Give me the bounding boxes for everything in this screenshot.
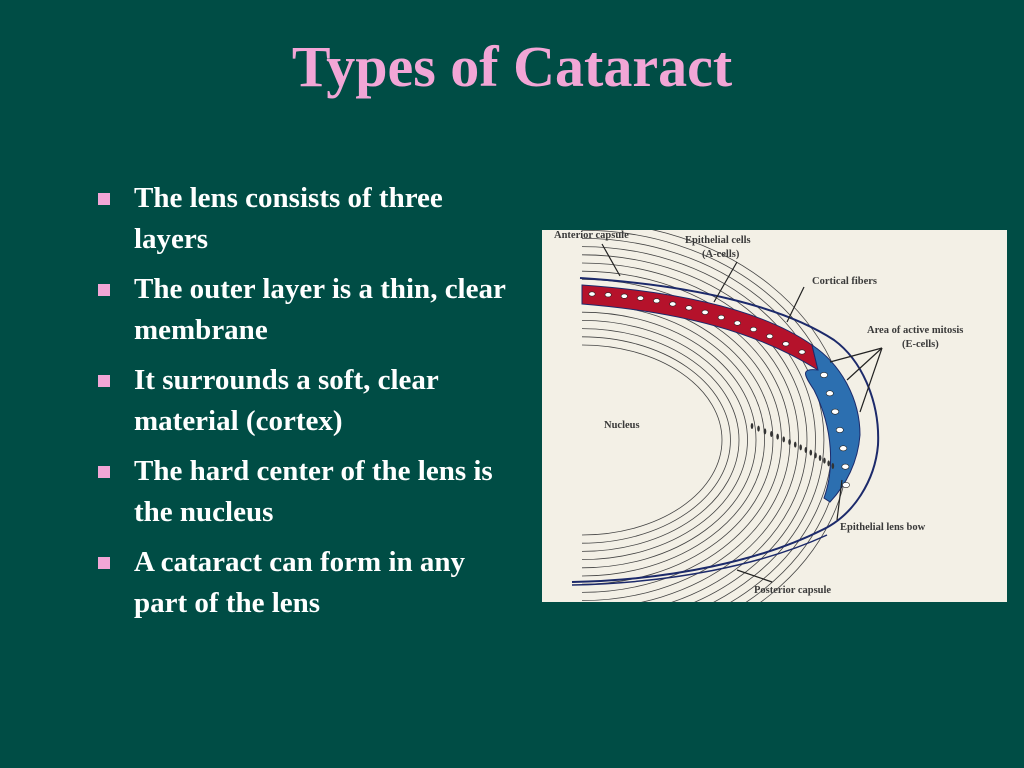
epithelial-cell [835, 427, 844, 433]
epithelial-cells [588, 291, 850, 488]
label-anterior-capsule: Anterior capsule [554, 230, 629, 241]
epithelial-cell [620, 293, 628, 299]
cortical-fiber-arc [581, 254, 816, 602]
cortical-fiber-arc [651, 230, 850, 602]
label-epithelial-cells: Epithelial cells [685, 235, 751, 246]
pointer-lines [601, 243, 883, 583]
epithelial-cell [766, 333, 774, 339]
epithelial-cell [820, 372, 828, 378]
label-nucleus: Nucleus [604, 420, 640, 431]
fiber-nucleus-dot [770, 431, 773, 437]
fiber-nucleus-dot [831, 463, 835, 469]
label-cortical-fibers: Cortical fibers [812, 276, 877, 287]
epithelial-cell [831, 408, 840, 415]
fiber-nucleus-dot [763, 428, 767, 435]
cortical-fiber-lines [581, 230, 850, 602]
lens-bow-band [805, 343, 861, 503]
fiber-nucleus-dot [809, 449, 813, 456]
posterior-capsule-line [571, 534, 828, 586]
fiber-nucleus-dot [793, 441, 797, 448]
epithelial-cell [825, 390, 834, 397]
fiber-nucleus-dot [776, 433, 779, 440]
bullet-text: The outer layer is a thin, clear membran… [134, 273, 506, 346]
fiber-nucleus-dot [757, 425, 760, 432]
epithelial-cell [842, 482, 850, 488]
epithelial-cell [701, 309, 709, 315]
square-bullet-icon [98, 193, 110, 205]
anterior-capsule-line [571, 277, 880, 583]
square-bullet-icon [98, 284, 110, 296]
epithelial-cell [839, 445, 848, 452]
bullet-text: The hard center of the lens is the nucle… [134, 455, 493, 528]
cortical-fiber-arc [581, 328, 740, 552]
cortical-fiber-arc [581, 270, 799, 602]
epithelial-cell [653, 298, 661, 304]
fiber-nucleus-dot [750, 423, 754, 429]
epithelial-cell [733, 320, 741, 326]
fiber-nucleus-dot [782, 436, 786, 443]
epithelial-cell [685, 305, 693, 311]
fiber-nucleus-dot [814, 452, 817, 459]
label-posterior-capsule: Posterior capsule [754, 585, 831, 596]
epithelial-cell [669, 301, 677, 307]
square-bullet-icon [98, 557, 110, 569]
label-active-mitosis: Area of active mitosis [867, 325, 963, 336]
cortical-fiber-arc [581, 344, 723, 536]
slide-title: Types of Cataract [291, 34, 733, 99]
bullet-text: The lens consists of three layers [134, 182, 443, 255]
label-a-cells: (A-cells) [702, 249, 740, 260]
bullet-item: The outer layer is a thin, clear membran… [96, 269, 516, 351]
cortical-fiber-arc [581, 303, 765, 577]
epithelial-cell [798, 349, 806, 355]
epithelial-cell [588, 291, 596, 297]
square-bullet-icon [98, 375, 110, 387]
fiber-nucleus-dot [788, 439, 791, 445]
epithelium-band [581, 284, 819, 372]
cortical-fiber-arc [581, 336, 731, 544]
lens-diagram: Anterior capsule Epithelial cells (A-cel… [542, 230, 1007, 602]
lens-diagram-svg: Anterior capsule Epithelial cells (A-cel… [554, 230, 963, 602]
epithelial-cell [604, 292, 612, 298]
bullet-list: The lens consists of three layers The ou… [96, 178, 516, 633]
bullet-text: A cataract can form in any part of the l… [134, 546, 466, 619]
fiber-nucleus-dot [804, 447, 808, 453]
bullet-item: It surrounds a soft, clear material (cor… [96, 360, 516, 442]
epithelial-cell [750, 326, 758, 332]
label-epithelial-lens-bow: Epithelial lens bow [840, 522, 926, 533]
fiber-nucleus-dot [799, 444, 802, 451]
cortical-fiber-arc [581, 246, 825, 602]
fiber-nucleus-dot [823, 457, 826, 464]
epithelial-cell [782, 341, 790, 347]
cortical-fiber-arc [581, 262, 808, 602]
bullet-item: The lens consists of three layers [96, 178, 516, 260]
label-e-cells: (E-cells) [902, 339, 939, 350]
cortical-fiber-arc [581, 311, 757, 569]
bullet-item: A cataract can form in any part of the l… [96, 542, 516, 624]
bullet-item: The hard center of the lens is the nucle… [96, 451, 516, 533]
cortical-fiber-arc [581, 320, 748, 560]
bullet-text: It surrounds a soft, clear material (cor… [134, 364, 439, 437]
square-bullet-icon [98, 466, 110, 478]
fiber-nucleus-dot [818, 455, 822, 461]
epithelial-cell [636, 295, 644, 301]
epithelial-cell [717, 314, 725, 320]
fiber-nucleus-dot [827, 460, 830, 467]
epithelial-cell [841, 463, 850, 470]
